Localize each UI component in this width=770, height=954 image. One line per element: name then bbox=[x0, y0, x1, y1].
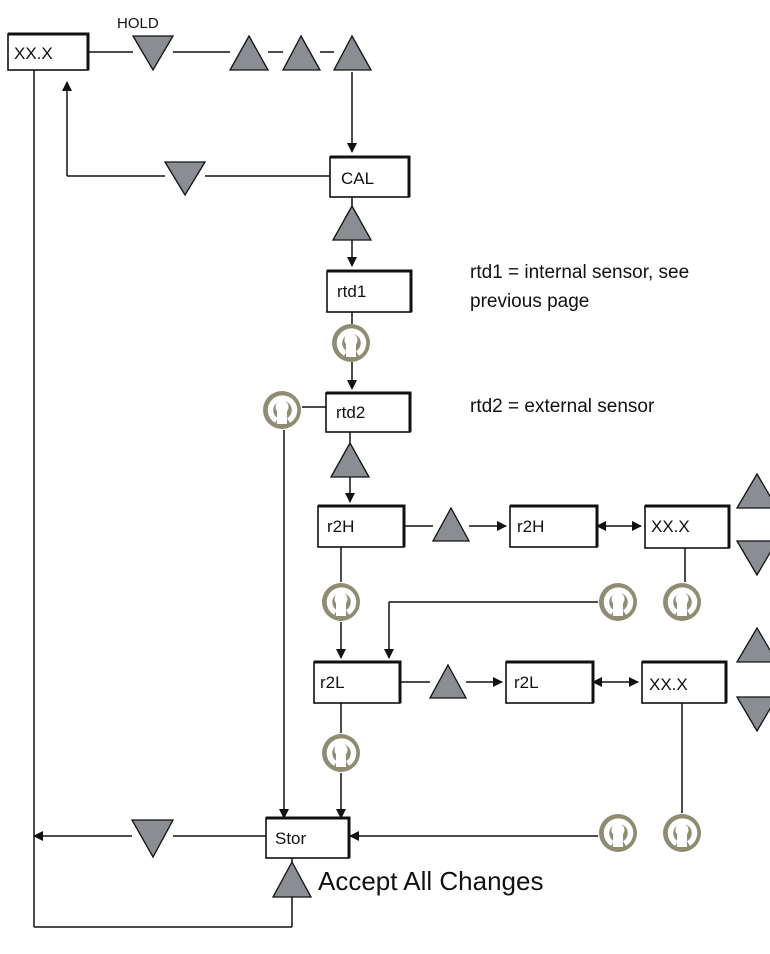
up-arrow-key-icon bbox=[271, 860, 313, 898]
cal-box-label: CAL bbox=[341, 169, 374, 188]
up-arrow-key-icon bbox=[735, 626, 770, 663]
r2l-value-box: XX.X bbox=[641, 660, 728, 704]
down-arrow-key-icon bbox=[735, 696, 770, 733]
r2h-value-box: XX.X bbox=[644, 504, 731, 549]
cal-box: CAL bbox=[329, 155, 411, 198]
rotary-knob-icon bbox=[332, 324, 370, 362]
rtd1-box: rtd1 bbox=[326, 269, 413, 313]
stor-box-label: Stor bbox=[275, 829, 307, 848]
accept-all-changes-label: Accept All Changes bbox=[318, 866, 543, 896]
up-arrow-key-icon bbox=[332, 34, 373, 71]
display-box-top: XX.X bbox=[7, 32, 90, 71]
r2l-value-label: XX.X bbox=[649, 675, 688, 694]
rotary-knob-icon bbox=[263, 391, 301, 429]
down-arrow-key-icon bbox=[131, 35, 175, 72]
up-arrow-key-icon bbox=[331, 204, 373, 241]
up-arrow-key-icon bbox=[228, 34, 270, 71]
r2h-left-box: r2H bbox=[317, 504, 406, 548]
down-arrow-key-icon bbox=[735, 540, 770, 577]
up-arrow-key-icon bbox=[428, 663, 468, 699]
rtd1-note-line2: previous page bbox=[470, 291, 589, 312]
up-arrow-key-icon bbox=[329, 441, 371, 478]
rotary-knob-icon bbox=[663, 583, 701, 621]
display-box-label: XX.X bbox=[14, 44, 53, 63]
rtd2-box: rtd2 bbox=[325, 391, 412, 433]
rtd1-box-label: rtd1 bbox=[337, 282, 366, 301]
r2l-left-label: r2L bbox=[320, 673, 345, 692]
r2l-right-label: r2L bbox=[514, 673, 539, 692]
r2l-left-box: r2L bbox=[313, 660, 402, 704]
rotary-knob-icon bbox=[322, 734, 360, 772]
hold-label: HOLD bbox=[117, 15, 159, 32]
r2h-right-box: r2H bbox=[509, 504, 599, 548]
rotary-knob-icon bbox=[599, 583, 637, 621]
rotary-knob-icon bbox=[663, 814, 701, 852]
r2h-left-label: r2H bbox=[327, 517, 354, 536]
rotary-knob-icon bbox=[599, 814, 637, 852]
down-arrow-key-icon bbox=[163, 161, 207, 197]
r2h-value-label: XX.X bbox=[651, 517, 690, 536]
rtd2-box-label: rtd2 bbox=[336, 403, 365, 422]
r2h-right-label: r2H bbox=[517, 517, 544, 536]
down-arrow-key-icon bbox=[130, 819, 175, 859]
rotary-knob-icon bbox=[322, 583, 360, 621]
rtd1-note-line1: rtd1 = internal sensor, see bbox=[470, 262, 689, 283]
rtd2-note: rtd2 = external sensor bbox=[470, 396, 655, 417]
key-buttons bbox=[130, 34, 770, 898]
stor-box: Stor bbox=[265, 816, 351, 859]
up-arrow-key-icon bbox=[281, 34, 322, 71]
up-arrow-key-icon bbox=[431, 506, 471, 542]
r2l-right-box: r2L bbox=[505, 660, 595, 704]
connector-lines bbox=[33, 51, 686, 928]
up-arrow-key-icon bbox=[735, 472, 770, 509]
